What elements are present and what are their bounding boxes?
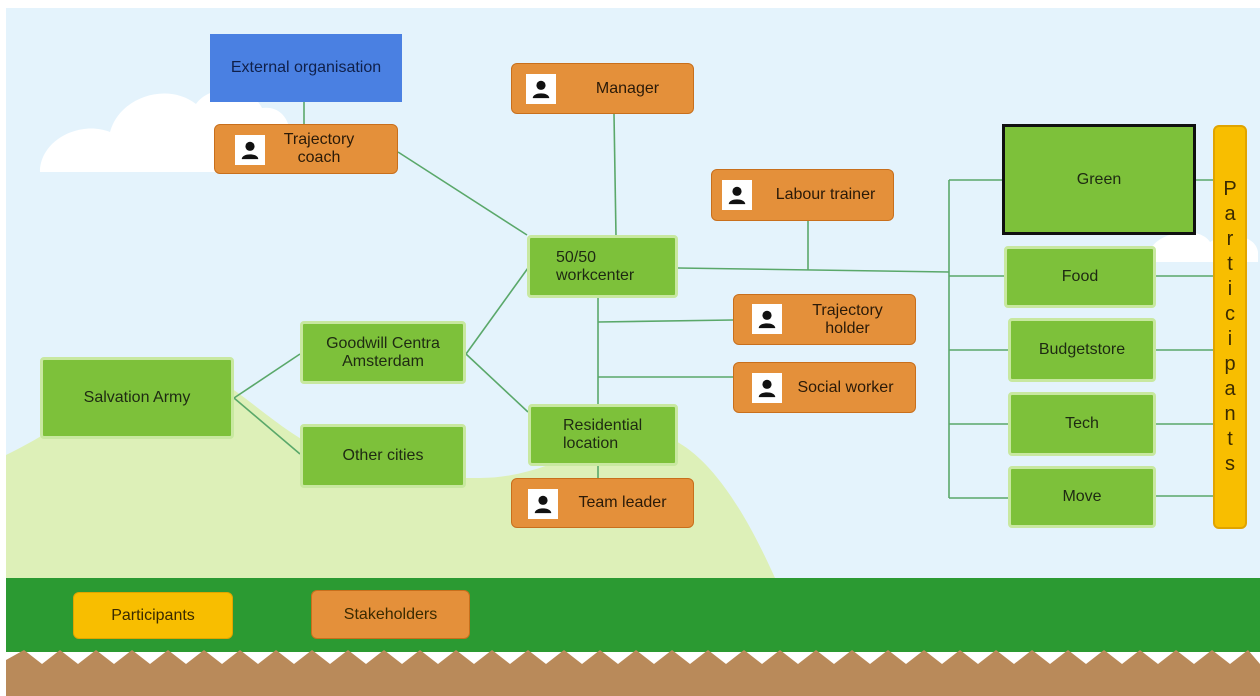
- connector-goodwill-workcenter: [465, 267, 529, 355]
- participants-letter: t: [1227, 428, 1233, 450]
- node-label: Green: [1076, 170, 1122, 188]
- node-label: Trajectory holder: [812, 301, 883, 337]
- connector-salvation-othercities: [233, 397, 301, 455]
- participants-letter: n: [1224, 403, 1236, 425]
- participants-letter: s: [1225, 453, 1235, 475]
- node-label: Budgetstore: [1038, 341, 1126, 358]
- person-icon: [528, 489, 558, 519]
- node-label: Move: [1062, 488, 1102, 505]
- node-label: Goodwill Centra Amsterdam: [326, 334, 440, 370]
- participants-letter: c: [1225, 303, 1235, 325]
- connector-salvation-goodwill: [233, 353, 301, 399]
- person-icon: [752, 304, 782, 334]
- node-workcenter[interactable]: 50/50 workcenter: [527, 235, 678, 298]
- node-residential-location[interactable]: Residential location: [528, 404, 678, 466]
- participants-letter: a: [1224, 378, 1236, 400]
- legend-participants-label: Participants: [111, 606, 195, 624]
- node-green[interactable]: Green: [1002, 124, 1196, 235]
- legend-stakeholders-label: Stakeholders: [343, 605, 438, 623]
- connector-goodwill-residential: [465, 353, 529, 413]
- participants-letter: p: [1224, 353, 1236, 375]
- person-icon: [235, 135, 265, 165]
- connector-coach-workcenter: [397, 151, 528, 236]
- node-label: Food: [1061, 268, 1099, 285]
- participants-letter: t: [1227, 253, 1233, 275]
- connector-trajectory-holder: [597, 319, 734, 323]
- node-salvation-army[interactable]: Salvation Army: [40, 357, 234, 439]
- node-food[interactable]: Food: [1004, 246, 1156, 308]
- node-tech[interactable]: Tech: [1008, 392, 1156, 456]
- node-external-organisation[interactable]: External organisation: [210, 34, 402, 102]
- node-label: Tech: [1065, 415, 1099, 432]
- participants-bar[interactable]: P a r t i c i p a n t s: [1213, 125, 1247, 529]
- node-team-leader[interactable]: Team leader: [511, 478, 694, 528]
- person-icon: [526, 74, 556, 104]
- node-label: Residential location: [563, 417, 643, 452]
- participants-letter: r: [1226, 228, 1234, 250]
- connector-workcenter-branch: [677, 267, 950, 273]
- person-icon: [752, 373, 782, 403]
- node-label: Team leader: [578, 494, 667, 511]
- node-goodwill-centra[interactable]: Goodwill Centra Amsterdam: [300, 321, 466, 384]
- legend-stakeholders[interactable]: Stakeholders: [311, 590, 470, 639]
- legend-participants[interactable]: Participants: [73, 592, 233, 639]
- node-other-cities[interactable]: Other cities: [300, 424, 466, 488]
- node-label: External organisation: [230, 59, 382, 76]
- node-social-worker[interactable]: Social worker: [733, 362, 916, 413]
- node-label: Trajectory coach: [283, 131, 355, 166]
- node-label: Labour trainer: [775, 186, 876, 203]
- node-move[interactable]: Move: [1008, 466, 1156, 528]
- participants-letter: i: [1227, 328, 1233, 350]
- dirt-band: [6, 650, 1260, 696]
- connectors: [233, 102, 1214, 499]
- node-trajectory-coach[interactable]: Trajectory coach: [214, 124, 398, 174]
- node-label: Other cities: [342, 447, 424, 464]
- node-manager[interactable]: Manager: [511, 63, 694, 114]
- node-label: Manager: [595, 79, 660, 97]
- connector-manager-workcenter: [613, 113, 617, 237]
- person-icon: [722, 180, 752, 210]
- participants-letter: i: [1227, 278, 1233, 300]
- node-trajectory-holder[interactable]: Trajectory holder: [733, 294, 916, 345]
- participants-letter: P: [1223, 178, 1237, 200]
- node-label: 50/50 workcenter: [556, 248, 635, 284]
- node-labour-trainer[interactable]: Labour trainer: [711, 169, 894, 221]
- node-label: Social worker: [797, 378, 894, 396]
- participants-letter: a: [1224, 203, 1236, 225]
- node-label: Salvation Army: [83, 389, 191, 406]
- node-budgetstore[interactable]: Budgetstore: [1008, 318, 1156, 382]
